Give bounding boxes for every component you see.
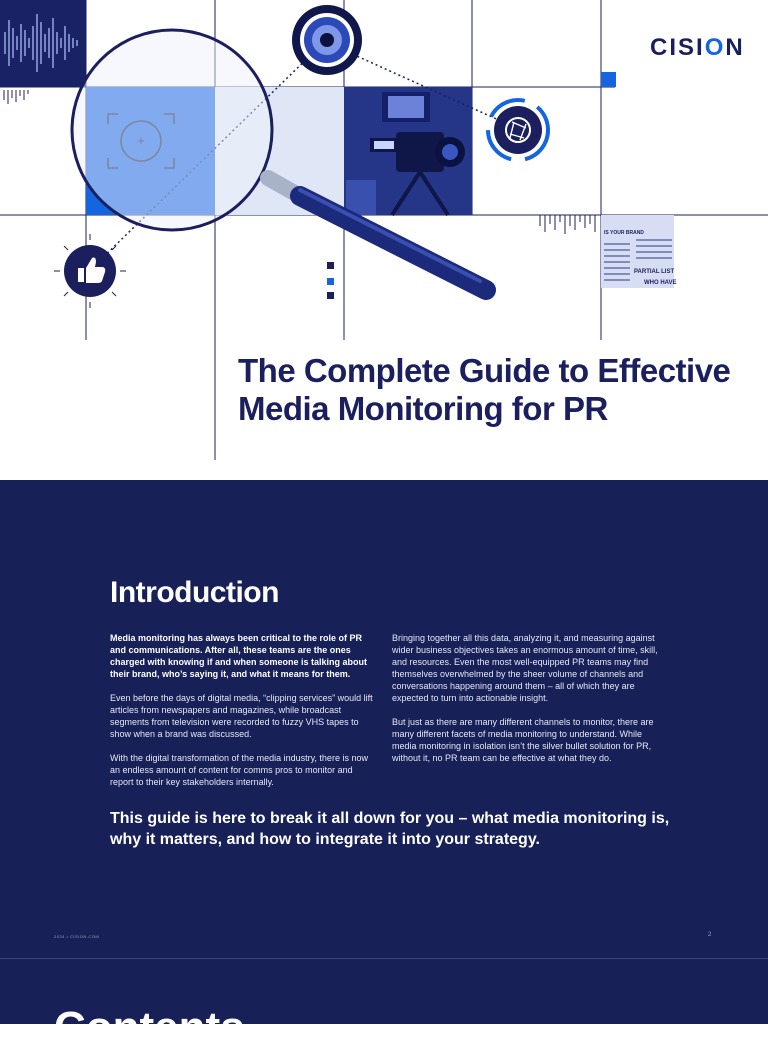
newspaper-clipping: IS YOUR BRAND PARTIAL LIST WHO HAVE <box>601 215 677 288</box>
page-divider <box>0 958 768 959</box>
intro-paragraph: With the digital transformation of the m… <box>110 753 368 787</box>
cover-illustration: IS YOUR BRAND PARTIAL LIST WHO HAVE <box>0 0 768 460</box>
page-number: 2 <box>708 932 712 938</box>
clipping-line-3: WHO HAVE <box>644 280 677 286</box>
camera-photo-tile <box>344 87 472 217</box>
eye-icon <box>292 5 362 75</box>
accent-square <box>601 72 616 87</box>
footer-site: 2024 • CISION.COM <box>54 934 100 939</box>
intro-right-column: Bringing together all this data, analyzi… <box>392 632 660 776</box>
thumbs-up-icon <box>54 234 126 308</box>
intro-paragraph: Bringing together all this data, analyzi… <box>392 633 658 703</box>
clipping-line-1: IS YOUR BRAND <box>604 230 644 236</box>
tick-marks <box>539 215 596 234</box>
intro-paragraph: But just as there are many different cha… <box>392 717 654 763</box>
cision-logo[interactable]: CISION <box>650 34 745 61</box>
clipping-line-2: PARTIAL LIST <box>634 269 674 275</box>
intro-lead-paragraph: Media monitoring has always been critica… <box>110 633 368 679</box>
intro-heading: Introduction <box>110 576 279 609</box>
contents-heading: Contents <box>54 1003 245 1052</box>
indicator-dots <box>327 262 334 299</box>
aperture-icon <box>486 98 550 162</box>
introduction-page: Introduction Media monitoring has always… <box>0 480 768 1050</box>
waveform-tile <box>0 0 86 104</box>
cover-page: IS YOUR BRAND PARTIAL LIST WHO HAVE CISI… <box>0 0 768 480</box>
cover-title: The Complete Guide to Effective Media Mo… <box>238 352 731 427</box>
intro-paragraph: Even before the days of digital media, “… <box>110 693 373 739</box>
intro-left-column: Media monitoring has always been critica… <box>110 632 378 800</box>
intro-tagline: This guide is here to break it all down … <box>110 810 670 848</box>
magnifier-icon <box>70 28 496 300</box>
